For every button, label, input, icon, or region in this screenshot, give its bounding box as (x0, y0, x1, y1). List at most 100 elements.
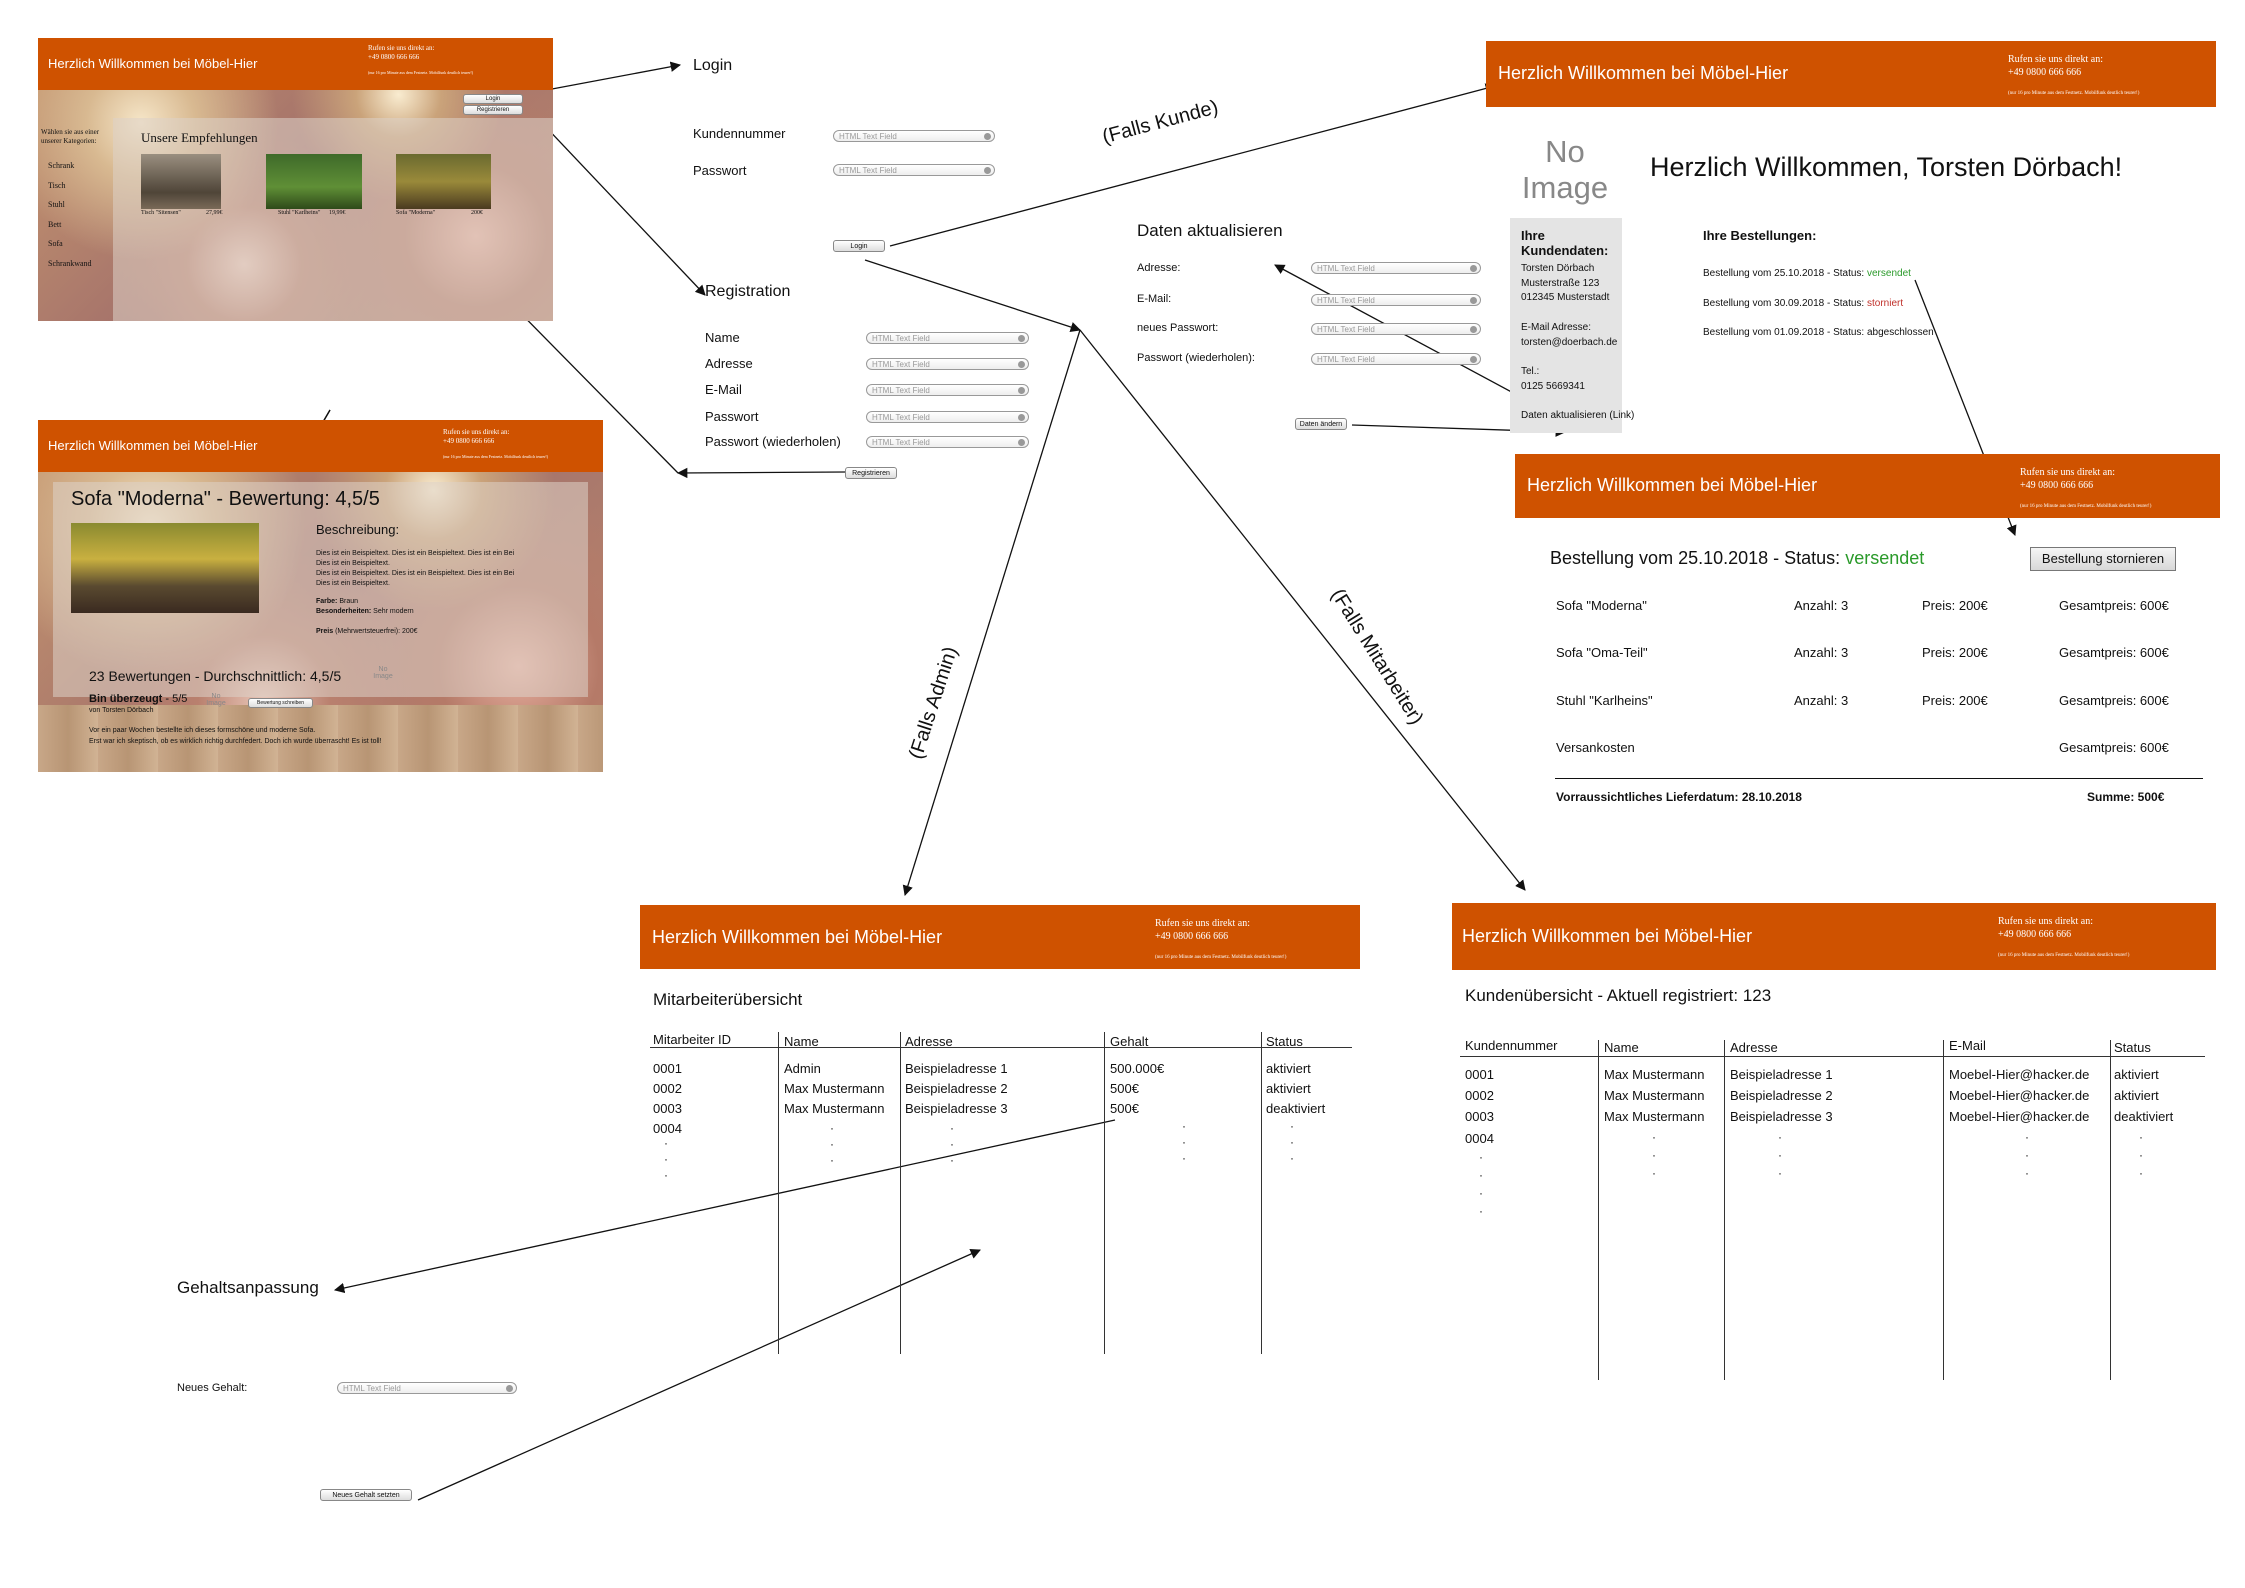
col-divider (1104, 1032, 1105, 1354)
item-qty: Anzahl: 3 (1794, 598, 1849, 613)
update-input-email[interactable]: HTML Text Field (1311, 294, 1481, 306)
wood-floor (38, 705, 603, 772)
employees-header-line (650, 1047, 1352, 1048)
reg-input-password[interactable]: HTML Text Field (866, 411, 1029, 423)
ellipsis-dots: ··· (950, 1121, 954, 1167)
cell-name: Max Mustermann (784, 1101, 885, 1116)
cell-salary[interactable]: 500€ (1110, 1081, 1139, 1096)
customer-number-input[interactable]: HTML Text Field (833, 130, 995, 142)
desc-line: Dies ist ein Beispieltext. Dies ist ein … (316, 550, 515, 557)
cell-name: Admin (784, 1061, 821, 1076)
call-line1: Rufen sie uns direkt an: (2008, 54, 2103, 65)
reg-input-name[interactable]: HTML Text Field (866, 332, 1029, 344)
call-small: (nur 16 pro Minute aus dem Festnetz. Mob… (1155, 955, 1287, 960)
reg-label-address: Adresse (705, 356, 753, 371)
order-link-3[interactable]: Bestellung vom 01.09.2018 - Status: abge… (1703, 327, 1934, 338)
item-price: Preis: 200€ (1922, 598, 1988, 613)
order-title-text: Bestellung vom 25.10.2018 - Status: (1550, 548, 1846, 568)
cell-name: Max Mustermann (1604, 1109, 1705, 1124)
category-intro: Wählen sie aus einer unserer Kategorien: (41, 128, 100, 145)
call-small: (nur 16 pro Minute aus dem Festnetz. Mob… (2008, 91, 2140, 96)
review-heading: Bin überzeugt - 5/5 (89, 693, 187, 705)
category-tisch[interactable]: Tisch (48, 180, 66, 190)
product-image-chair[interactable] (266, 154, 362, 209)
update-submit-button[interactable]: Daten ändern (1295, 418, 1347, 430)
update-input-password-repeat[interactable]: HTML Text Field (1311, 353, 1481, 365)
review-score: - 5/5 (162, 693, 188, 705)
order-link-1[interactable]: Bestellung vom 25.10.2018 - Status: vers… (1703, 268, 1911, 279)
registration-title: Registration (705, 283, 791, 300)
customer-phone: 0125 5669341 (1521, 380, 1585, 392)
col-divider (2110, 1040, 2111, 1380)
review-text-line: Erst war ich skeptisch, ob es wirklich r… (89, 738, 382, 745)
ellipsis-dots: ··· (1182, 1119, 1186, 1165)
col-divider (1724, 1040, 1725, 1380)
register-submit-button[interactable]: Registrieren (845, 467, 897, 479)
cancel-order-button[interactable]: Bestellung stornieren (2030, 547, 2176, 571)
ellipsis-dots: ···· (1479, 1150, 1483, 1218)
cell-salary[interactable]: 500.000€ (1110, 1061, 1165, 1076)
category-bett[interactable]: Bett (48, 219, 62, 229)
order-title: Bestellung vom 25.10.2018 - Status: vers… (1550, 548, 1924, 569)
register-button[interactable]: Registrieren (463, 105, 523, 115)
reg-input-address[interactable]: HTML Text Field (866, 358, 1029, 370)
th-email: E-Mail (1949, 1038, 1986, 1053)
customers-title: Kundenübersicht - Aktuell registriert: 1… (1465, 986, 1772, 1005)
order-link-2[interactable]: Bestellung vom 30.09.2018 - Status: stor… (1703, 298, 1903, 309)
ellipsis-dots: ··· (1652, 1130, 1656, 1180)
cell-id: 0002 (653, 1081, 682, 1096)
login-submit-button[interactable]: Login (833, 240, 885, 252)
special-label: Besonderheiten: (316, 608, 372, 615)
new-salary-label: Neues Gehalt: (177, 1382, 248, 1394)
order-status: abgeschlossen (1867, 327, 1934, 338)
description-text: Dies ist ein Beispieltext. Dies ist ein … (316, 549, 556, 637)
cell-salary[interactable]: 500€ (1110, 1101, 1139, 1116)
desc-line: Dies ist ein Beispieltext. (316, 580, 390, 587)
category-schrankwand[interactable]: Schrankwand (48, 258, 92, 268)
category-sofa[interactable]: Sofa (48, 239, 63, 248)
description-title: Beschreibung: (316, 522, 400, 537)
col-divider (1943, 1040, 1944, 1380)
update-data-link[interactable]: Daten aktualisieren (Link) (1521, 409, 1635, 421)
cell-address: Beispieladresse 3 (905, 1101, 1008, 1116)
th-salary: Gehalt (1110, 1034, 1149, 1049)
cell-status: aktiviert (2114, 1088, 2159, 1103)
cell-status: aktiviert (1266, 1061, 1311, 1076)
cell-email: Moebel-Hier@hacker.de (1949, 1088, 2090, 1103)
color-value: Braun (337, 598, 359, 605)
product-image-table[interactable] (141, 154, 221, 209)
update-input-address[interactable]: HTML Text Field (1311, 262, 1481, 274)
call-info: Rufen sie uns direkt an: +49 0800 666 66… (2008, 53, 2139, 100)
site-title: Herzlich Willkommen bei Möbel-Hier (1527, 475, 1818, 495)
category-schrank[interactable]: Schrank (48, 161, 75, 170)
category-stuhl[interactable]: Stuhl (48, 200, 65, 209)
ellipsis-dots: ··· (1290, 1119, 1294, 1165)
cell-id: 0003 (653, 1101, 682, 1116)
customer-city: 012345 Musterstadt (1521, 292, 1610, 304)
reg-input-email[interactable]: HTML Text Field (866, 384, 1029, 396)
customer-number-label: Kundennummer (693, 126, 786, 141)
cell-name: Max Mustermann (1604, 1067, 1705, 1082)
review-text: Vor ein paar Wochen bestellte ich dieses… (89, 725, 382, 747)
reg-label-password: Passwort (705, 409, 759, 424)
reg-input-password-repeat[interactable]: HTML Text Field (866, 436, 1029, 448)
set-salary-button[interactable]: Neues Gehalt setzten (320, 1489, 412, 1501)
password-input[interactable]: HTML Text Field (833, 164, 995, 176)
write-review-button[interactable]: Bewertung schreiben (248, 698, 313, 708)
price-value: (Mehrwertsteuerfrei): 200€ (333, 628, 418, 635)
product-page-mockup: Herzlich Willkommen bei Möbel-Hier Rufen… (38, 420, 603, 772)
review-author: von Torsten Dörbach (89, 707, 154, 714)
login-button[interactable]: Login (463, 94, 523, 104)
update-input-new-password[interactable]: HTML Text Field (1311, 323, 1481, 335)
product-image-sofa[interactable] (396, 154, 491, 209)
review-title: Bin überzeugt (89, 693, 163, 705)
product-name-sofa: Sofa "Moderna" (396, 210, 436, 216)
new-salary-input[interactable]: HTML Text Field (337, 1382, 517, 1394)
arrow-salary-back (417, 1249, 981, 1501)
th-address: Adresse (905, 1034, 953, 1049)
call-line2: +49 0800 666 666 (2020, 480, 2094, 491)
delivery-date: Vorraussichtliches Lieferdatum: 28.10.20… (1556, 790, 1802, 804)
cell-id: 0001 (653, 1061, 682, 1076)
cell-address: Beispieladresse 1 (1730, 1067, 1833, 1082)
avatar-no: No (1545, 134, 1585, 169)
